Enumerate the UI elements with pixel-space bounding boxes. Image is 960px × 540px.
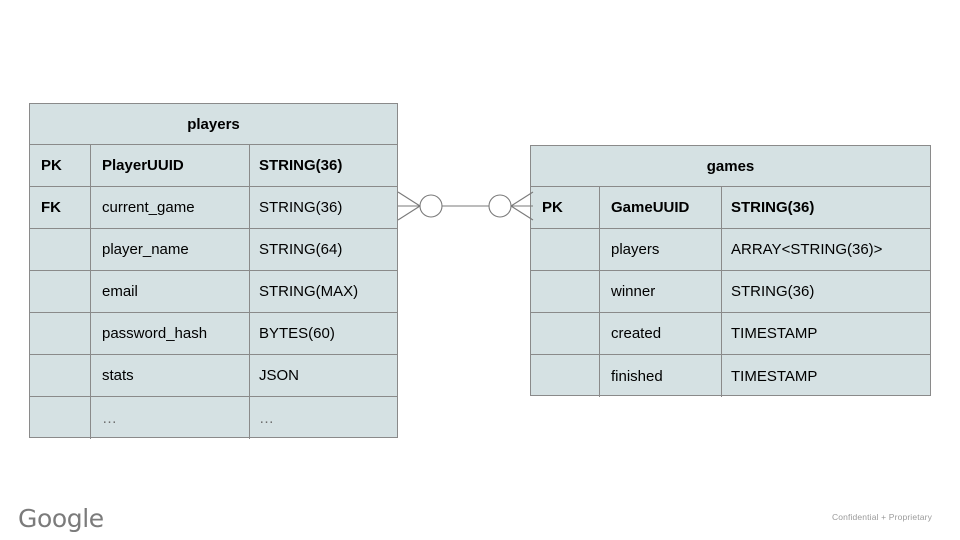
table-title-players: players [30,104,397,145]
column-type: STRING(MAX) [259,283,359,300]
table-row[interactable]: players ARRAY<STRING(36)> [531,229,930,271]
column-type: … [259,409,275,427]
table-row[interactable]: finished TIMESTAMP [531,355,930,397]
column-type: STRING(36) [259,199,343,216]
column-field: finished [600,355,722,397]
column-field: password_hash [91,313,250,354]
crowsfoot-left-icon [397,191,421,221]
column-key: FK [30,187,91,228]
column-key [531,229,600,270]
column-key [531,271,600,312]
table-row[interactable]: PK GameUUID STRING(36) [531,187,930,229]
column-field: … [91,397,250,439]
column-key [30,271,91,312]
table-row[interactable]: … … [30,397,397,439]
column-type: STRING(36) [731,199,815,216]
column-field: created [600,313,722,354]
column-field: PlayerUUID [91,145,250,186]
column-type: STRING(64) [259,241,343,258]
crowsfoot-right-icon [510,191,534,221]
table-row[interactable]: created TIMESTAMP [531,313,930,355]
column-key [30,397,91,439]
table-row[interactable]: password_hash BYTES(60) [30,313,397,355]
table-row[interactable]: winner STRING(36) [531,271,930,313]
column-key [30,355,91,396]
column-type: ARRAY<STRING(36)> [731,241,883,258]
confidential-note: Confidential + Proprietary [831,512,932,522]
column-key [531,313,600,354]
column-key [30,229,91,270]
column-type: JSON [259,367,300,384]
zero-or-many-circle-right [488,194,512,218]
column-field: GameUUID [600,187,722,228]
table-row[interactable]: email STRING(MAX) [30,271,397,313]
column-type: TIMESTAMP [731,367,818,385]
er-table-games[interactable]: games PK GameUUID STRING(36) players ARR… [530,145,931,397]
google-logo: Google [18,504,104,533]
column-field: players [600,229,722,270]
column-field: email [91,271,250,312]
table-row[interactable]: player_name STRING(64) [30,229,397,271]
column-field: stats [91,355,250,396]
table-row[interactable]: stats JSON [30,355,397,397]
column-key: PK [531,187,600,228]
relationship-connector[interactable] [392,182,540,230]
column-field: winner [600,271,722,312]
table-row[interactable]: PK PlayerUUID STRING(36) [30,145,397,187]
column-type: STRING(36) [731,283,815,300]
zero-or-many-circle-left [419,194,443,218]
table-row[interactable]: FK current_game STRING(36) [30,187,397,229]
er-table-players[interactable]: players PK PlayerUUID STRING(36) FK curr… [29,103,398,439]
column-key [531,355,600,397]
column-type: TIMESTAMP [731,325,818,342]
column-type: STRING(36) [259,157,343,174]
table-title-games: games [531,146,930,187]
column-key [30,313,91,354]
column-key: PK [30,145,91,186]
column-field: player_name [91,229,250,270]
column-field: current_game [91,187,250,228]
column-type: BYTES(60) [259,325,335,342]
